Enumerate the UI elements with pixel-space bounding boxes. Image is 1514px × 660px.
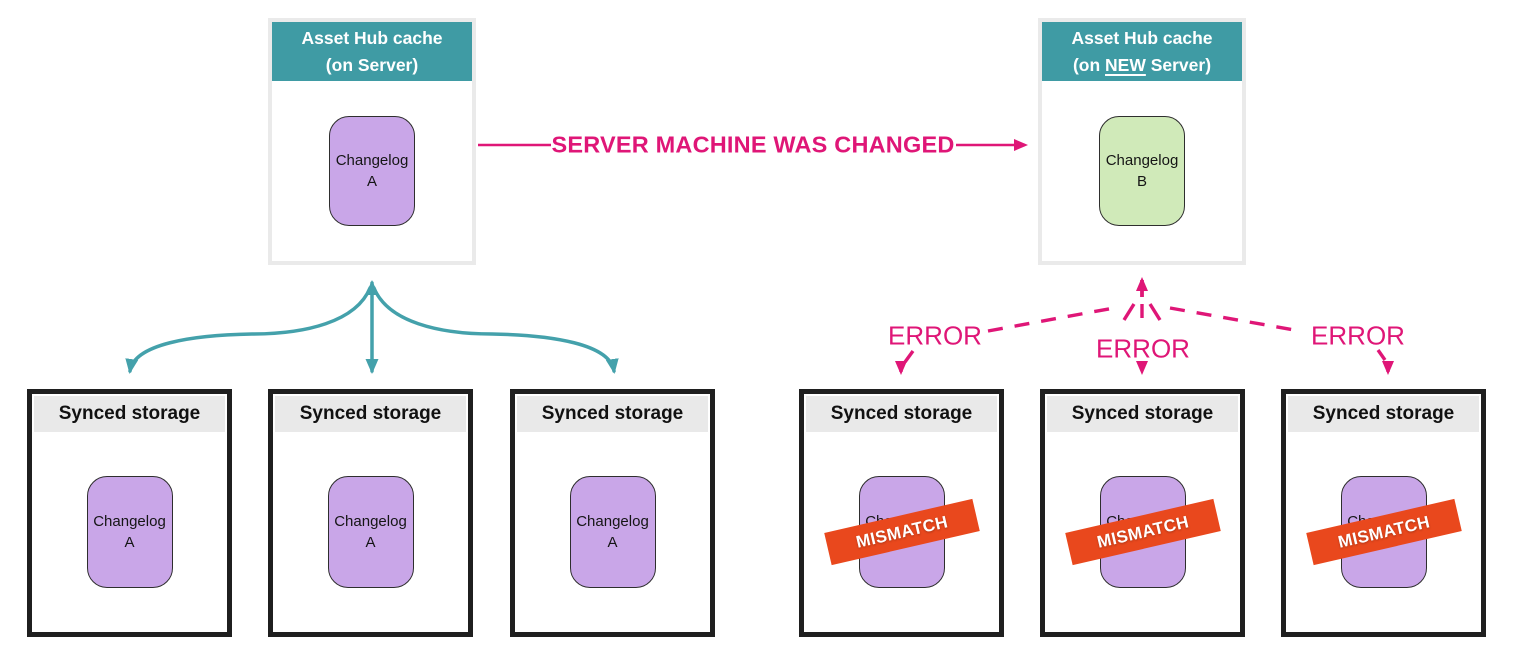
changelog-a-chip: Changelog A <box>86 476 173 588</box>
asset-hub-new-server-box: Asset Hub cache (on NEW Server) Changelo… <box>1038 18 1246 265</box>
asset-hub-new-server-header: Asset Hub cache (on NEW Server) <box>1042 22 1242 81</box>
asset-hub-server-box: Asset Hub cache (on Server) Changelog A <box>268 18 476 265</box>
error-label-right: ERROR <box>1311 320 1405 351</box>
asset-hub-server-body: Changelog A <box>272 81 472 261</box>
hub-title-line2: (on Server) <box>325 54 419 75</box>
storage-box-6: Synced storage Changelog A MISMATCH <box>1281 389 1486 637</box>
storage-body: Changelog A MISMATCH <box>1286 432 1481 632</box>
asset-hub-new-server-body: Changelog B <box>1042 81 1242 261</box>
storage-header: Synced storage <box>517 396 708 432</box>
changelog-b-chip: Changelog B <box>1099 116 1185 226</box>
storage-header: Synced storage <box>34 396 225 432</box>
asset-hub-server-header: Asset Hub cache (on Server) <box>272 22 472 81</box>
storage-body: Changelog A <box>515 432 710 632</box>
storage-header: Synced storage <box>806 396 997 432</box>
storage-box-5: Synced storage Changelog A MISMATCH <box>1040 389 1245 637</box>
error-down-dash-left <box>903 350 915 363</box>
storage-body: Changelog A MISMATCH <box>804 432 999 632</box>
error-dashed-line-right <box>1169 306 1301 333</box>
storage-box-1: Synced storage Changelog A <box>27 389 232 637</box>
chip-label: Changelog <box>335 152 409 169</box>
chip-label: Changelog <box>1105 152 1179 169</box>
server-changed-label: SERVER MACHINE WAS CHANGED <box>551 131 955 158</box>
storage-header: Synced storage <box>1047 396 1238 432</box>
storage-header: Synced storage <box>1288 396 1479 432</box>
sync-arrow-left <box>125 286 372 374</box>
storage-box-2: Synced storage Changelog A <box>268 389 473 637</box>
changelog-a-chip: Changelog A <box>329 116 415 226</box>
storage-body: Changelog A <box>32 432 227 632</box>
chip-letter: B <box>1136 173 1147 190</box>
storage-body: Changelog A MISMATCH <box>1045 432 1240 632</box>
error-down-dash-right <box>1376 349 1387 361</box>
hub-title-pre: (on <box>1072 54 1106 75</box>
chip-label: Changelog <box>334 513 407 530</box>
storage-header: Synced storage <box>275 396 466 432</box>
sync-arrow-right <box>372 286 619 374</box>
sync-arrows-group <box>125 280 619 374</box>
chip-letter: A <box>365 534 376 551</box>
hub-title-new-underlined: NEW <box>1105 54 1146 75</box>
hub-title-post: Server) <box>1145 54 1212 75</box>
chip-letter: A <box>366 173 377 190</box>
changelog-a-chip: Changelog A <box>327 476 414 588</box>
error-hub-dash-left <box>1122 303 1136 321</box>
hub-title-line1: Asset Hub cache <box>301 28 443 49</box>
chip-letter: A <box>607 534 618 551</box>
storage-box-4: Synced storage Changelog A MISMATCH <box>799 389 1004 637</box>
storage-body: Changelog A <box>273 432 468 632</box>
error-dashed-line-left <box>987 306 1115 333</box>
hub-title-line1: Asset Hub cache <box>1071 28 1213 49</box>
chip-label: Changelog <box>93 513 166 530</box>
chip-letter: A <box>124 534 135 551</box>
hub-title-line2: (on NEW Server) <box>1073 52 1211 78</box>
storage-box-3: Synced storage Changelog A <box>510 389 715 637</box>
changelog-a-chip: Changelog A <box>569 476 656 588</box>
chip-label: Changelog <box>576 513 649 530</box>
error-label-left: ERROR <box>888 320 982 351</box>
error-hub-dash-right <box>1148 303 1162 321</box>
error-label-middle: ERROR <box>1096 333 1190 364</box>
